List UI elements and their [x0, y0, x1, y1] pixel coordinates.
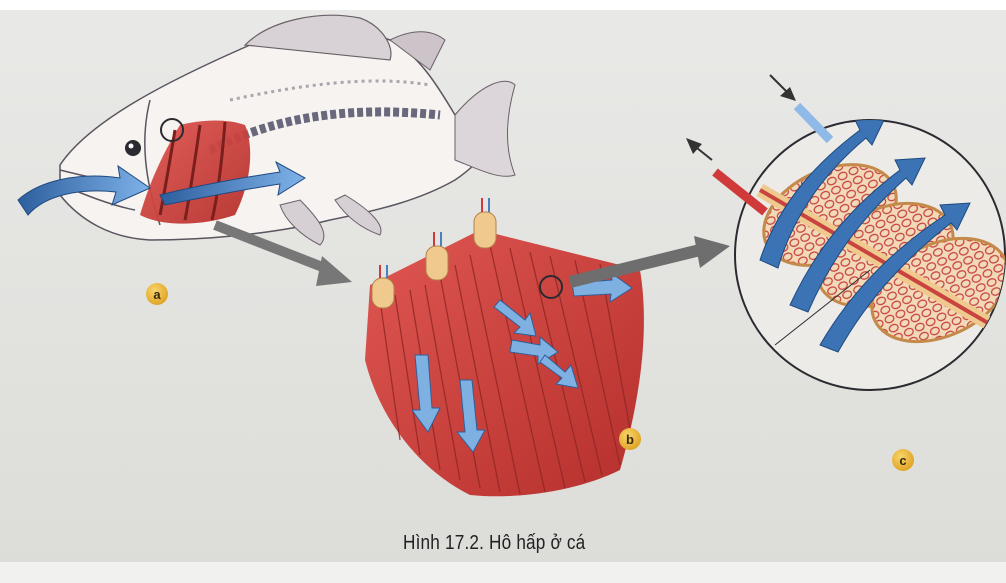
- label-a-badge: a: [146, 283, 168, 305]
- figure-caption: Hình 17.2. Hô hấp ở cá: [403, 532, 627, 555]
- bottom-margin: [0, 562, 1006, 583]
- label-c-badge: c: [892, 449, 914, 471]
- label-b-badge: b: [619, 428, 641, 450]
- fish-eye-icon: [125, 140, 141, 156]
- magnified-lamellae: [735, 118, 1006, 390]
- pointer-arrow-icon: [215, 225, 352, 286]
- fish-body: [60, 15, 515, 245]
- gill-filaments: [365, 198, 644, 496]
